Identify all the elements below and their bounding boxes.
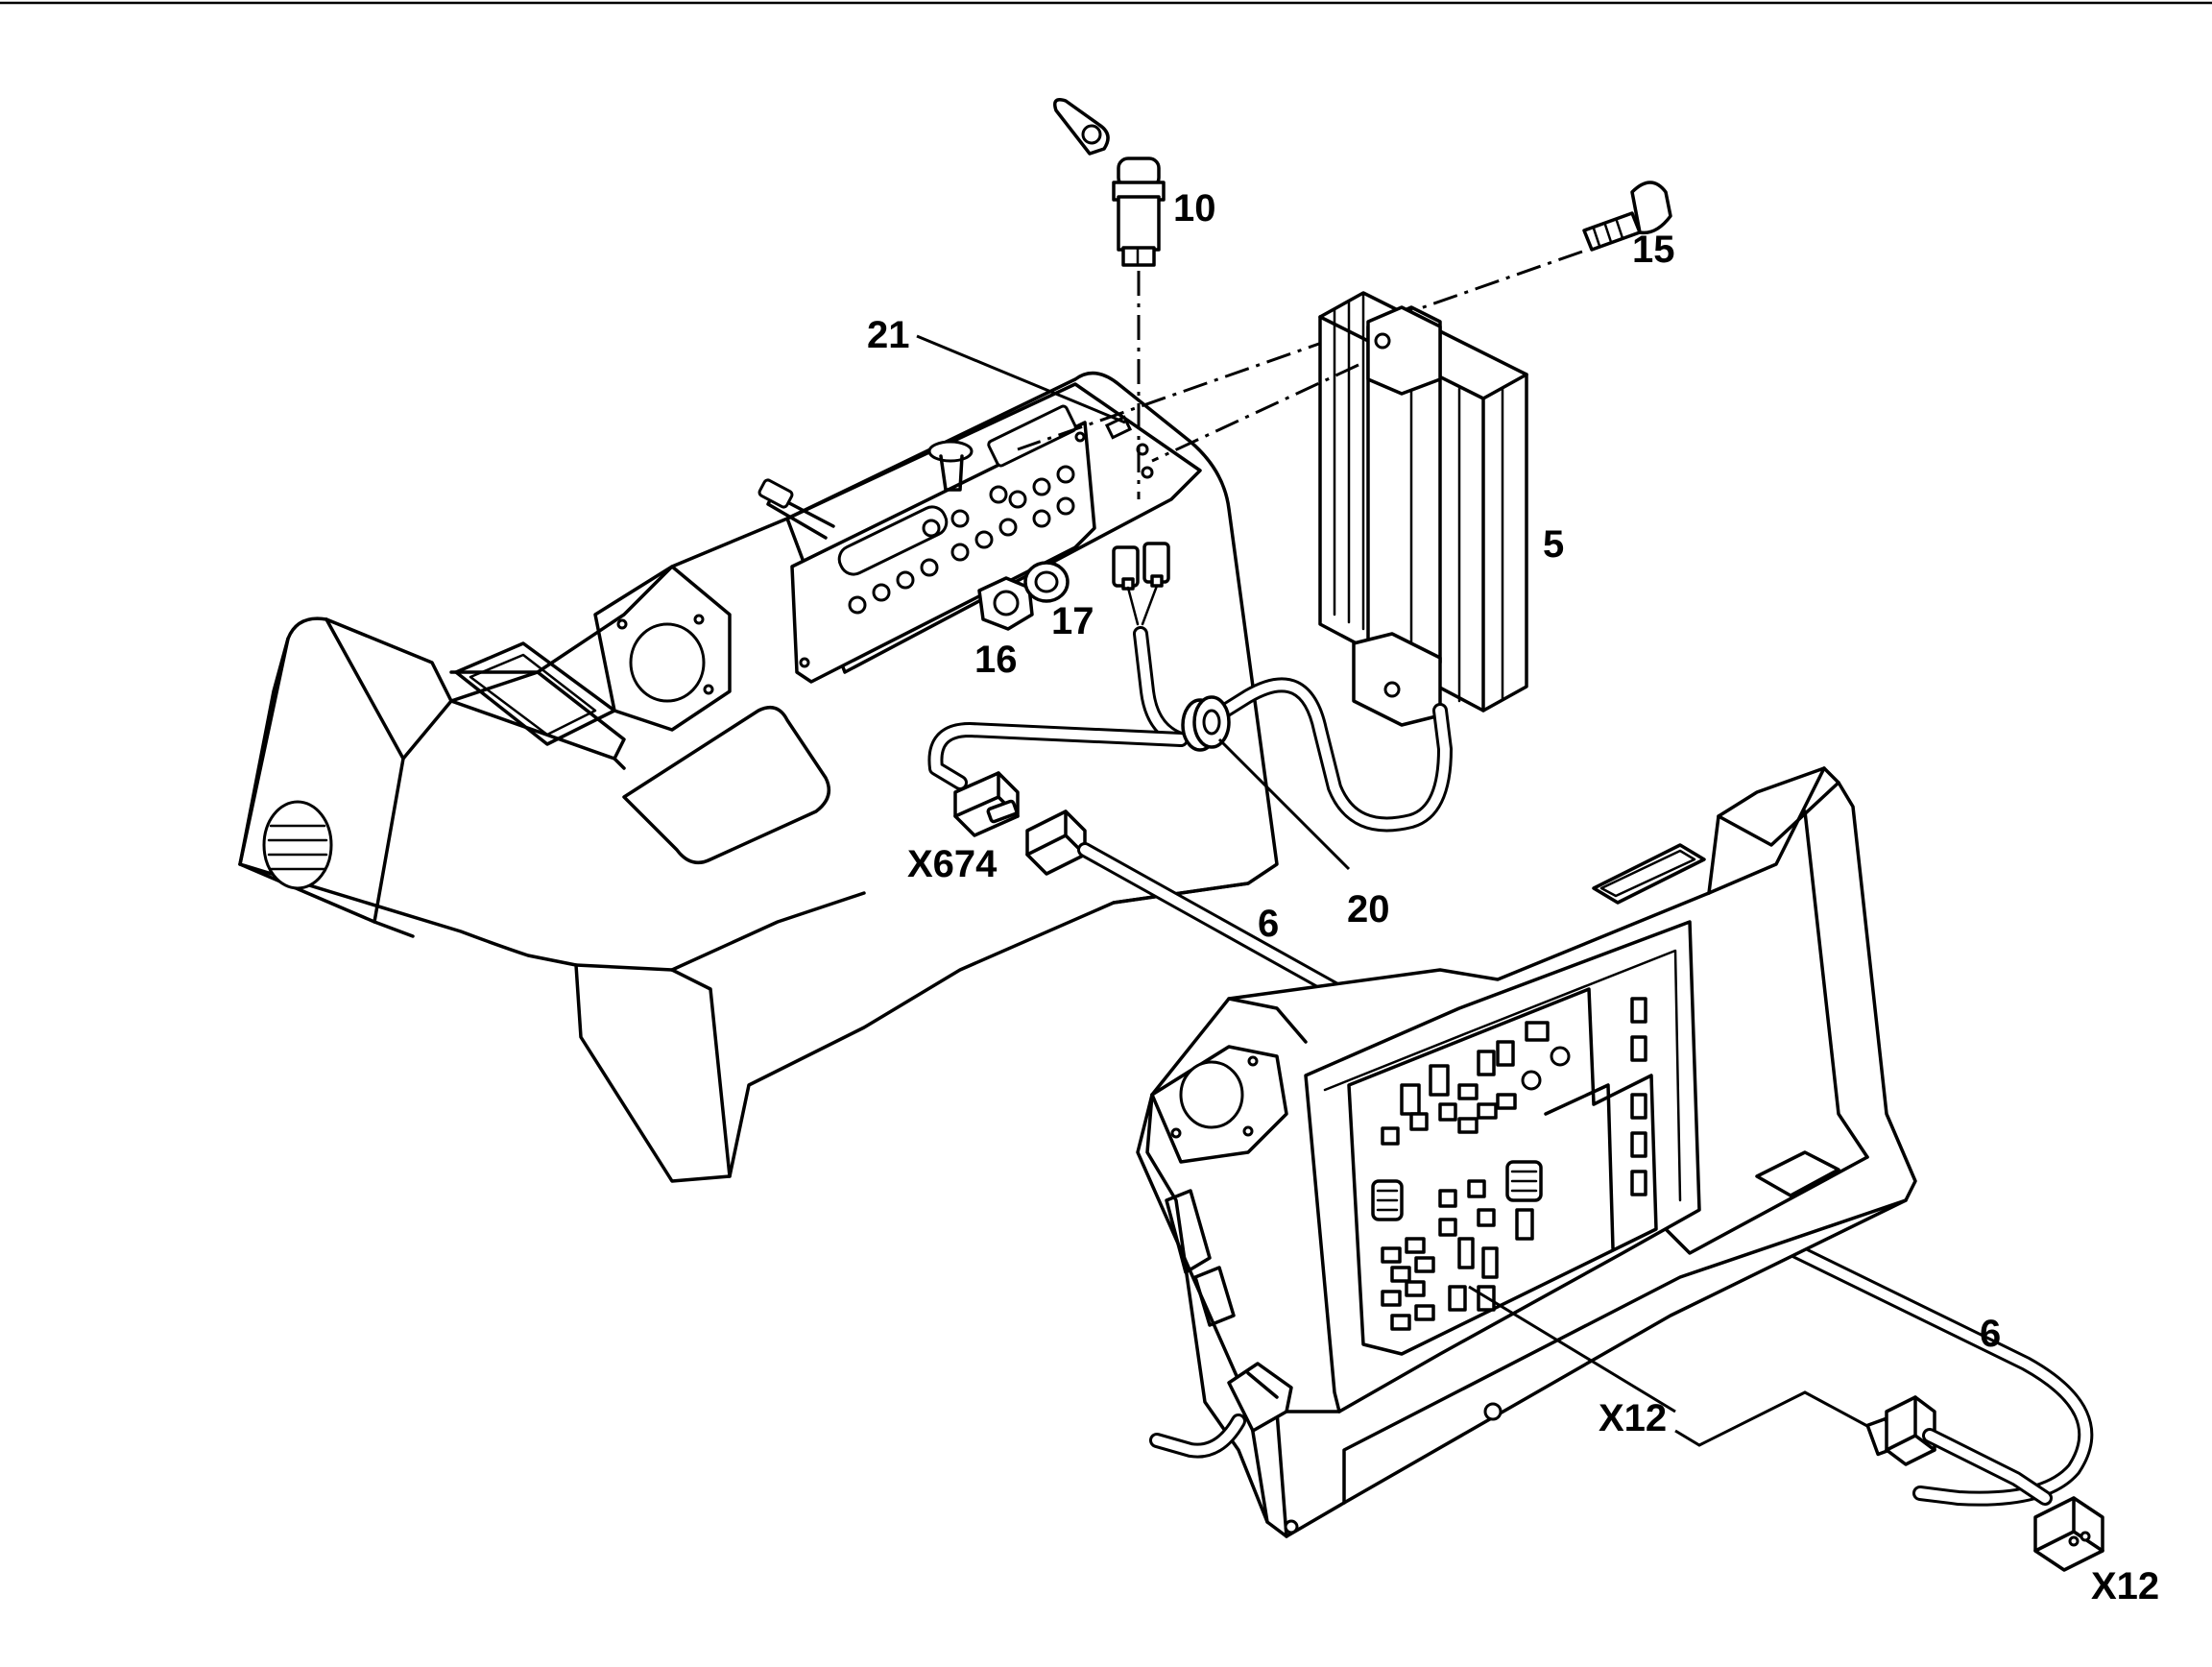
connector-x12-plug <box>1865 1395 1936 1466</box>
bolt-15 <box>1582 181 1672 252</box>
callout-10: 10 <box>1173 187 1216 230</box>
callout-6-upper: 6 <box>1258 903 1279 945</box>
key-switch-10 <box>1053 98 1166 267</box>
connector-x674 <box>953 771 1020 837</box>
control-panel-buttons <box>848 465 1075 615</box>
connector-x12-socket <box>1922 1428 2104 1572</box>
washer-17 <box>1023 561 1070 603</box>
leader-lines <box>916 334 1868 1447</box>
callout-21: 21 <box>867 314 910 356</box>
callout-6-lower: 6 <box>1980 1313 2001 1355</box>
assembly-line-5 <box>1151 363 1359 463</box>
pcb-board <box>1347 987 1658 1356</box>
cable-assembly <box>927 542 1453 833</box>
callout-x12-board: X12 <box>1599 1397 1667 1439</box>
cable-6 <box>1077 842 2094 1507</box>
callout-16: 16 <box>974 639 1018 681</box>
callout-5: 5 <box>1543 523 1564 566</box>
callout-15: 15 <box>1632 229 1675 271</box>
callout-17: 17 <box>1051 600 1094 642</box>
rear-housing <box>1136 766 1917 1538</box>
callout-x12-cable: X12 <box>2091 1565 2159 1607</box>
callout-x674: X674 <box>907 843 998 885</box>
nut-16 <box>977 576 1034 631</box>
camera-housing <box>238 371 1279 1183</box>
callout-20: 20 <box>1347 888 1390 930</box>
heatsink-5 <box>1318 291 1528 727</box>
